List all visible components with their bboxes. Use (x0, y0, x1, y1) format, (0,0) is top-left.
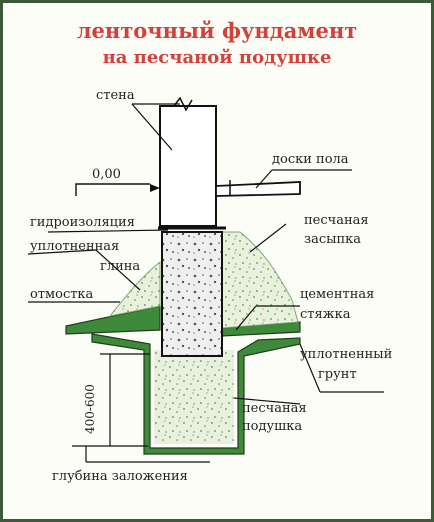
wall (159, 105, 217, 227)
label-blind-area: отмостка (30, 287, 94, 302)
trench-outline (91, 333, 301, 455)
leader-wall-down (131, 103, 173, 151)
diagram-title: ленточный фундамент (76, 18, 358, 43)
label-compacted-soil-1: уплотненный (300, 347, 392, 362)
label-foundation-depth: глубина заложения (52, 469, 188, 484)
label-sand-cushion-1: песчаная (242, 401, 307, 416)
foundation-strip (161, 231, 223, 357)
label-waterproofing: гидроизоляция (30, 215, 135, 230)
label-compacted-clay-2: глина (100, 259, 140, 274)
leader-screed-2 (235, 305, 257, 331)
wall-break (173, 96, 193, 112)
leader-waterproofing (47, 229, 169, 233)
leader-clay (95, 249, 141, 291)
sand-cushion (154, 350, 234, 444)
floor-boards (215, 181, 301, 197)
leader-cushion (233, 397, 301, 405)
diagram-subtitle: на песчаной подушке (102, 47, 332, 68)
level-arrow (150, 184, 160, 192)
label-wall: стена (96, 88, 135, 103)
label-sand-backfill-1: песчаная (304, 213, 369, 228)
leader-soil (299, 343, 321, 393)
label-sand-backfill-2: засыпка (304, 232, 361, 247)
label-level: 0,00 (92, 167, 121, 182)
compacted-clay (108, 260, 161, 317)
leader-floor-down (255, 169, 273, 189)
sand-backfill (221, 231, 299, 329)
label-depth-range: 400-600 (83, 384, 97, 434)
leader-backfill (249, 223, 287, 253)
label-cement-screed-2: стяжка (300, 307, 351, 322)
label-compacted-clay-1: уплотненная (30, 239, 119, 254)
leader-clay-2 (27, 249, 97, 255)
blind-area-slab (65, 305, 161, 335)
label-floor-boards: доски пола (272, 152, 349, 167)
label-sand-cushion-2: подушка (242, 419, 302, 434)
level-mark (75, 183, 150, 196)
label-cement-screed-1: цементная (300, 287, 374, 302)
label-compacted-soil-2: грунт (318, 367, 357, 382)
